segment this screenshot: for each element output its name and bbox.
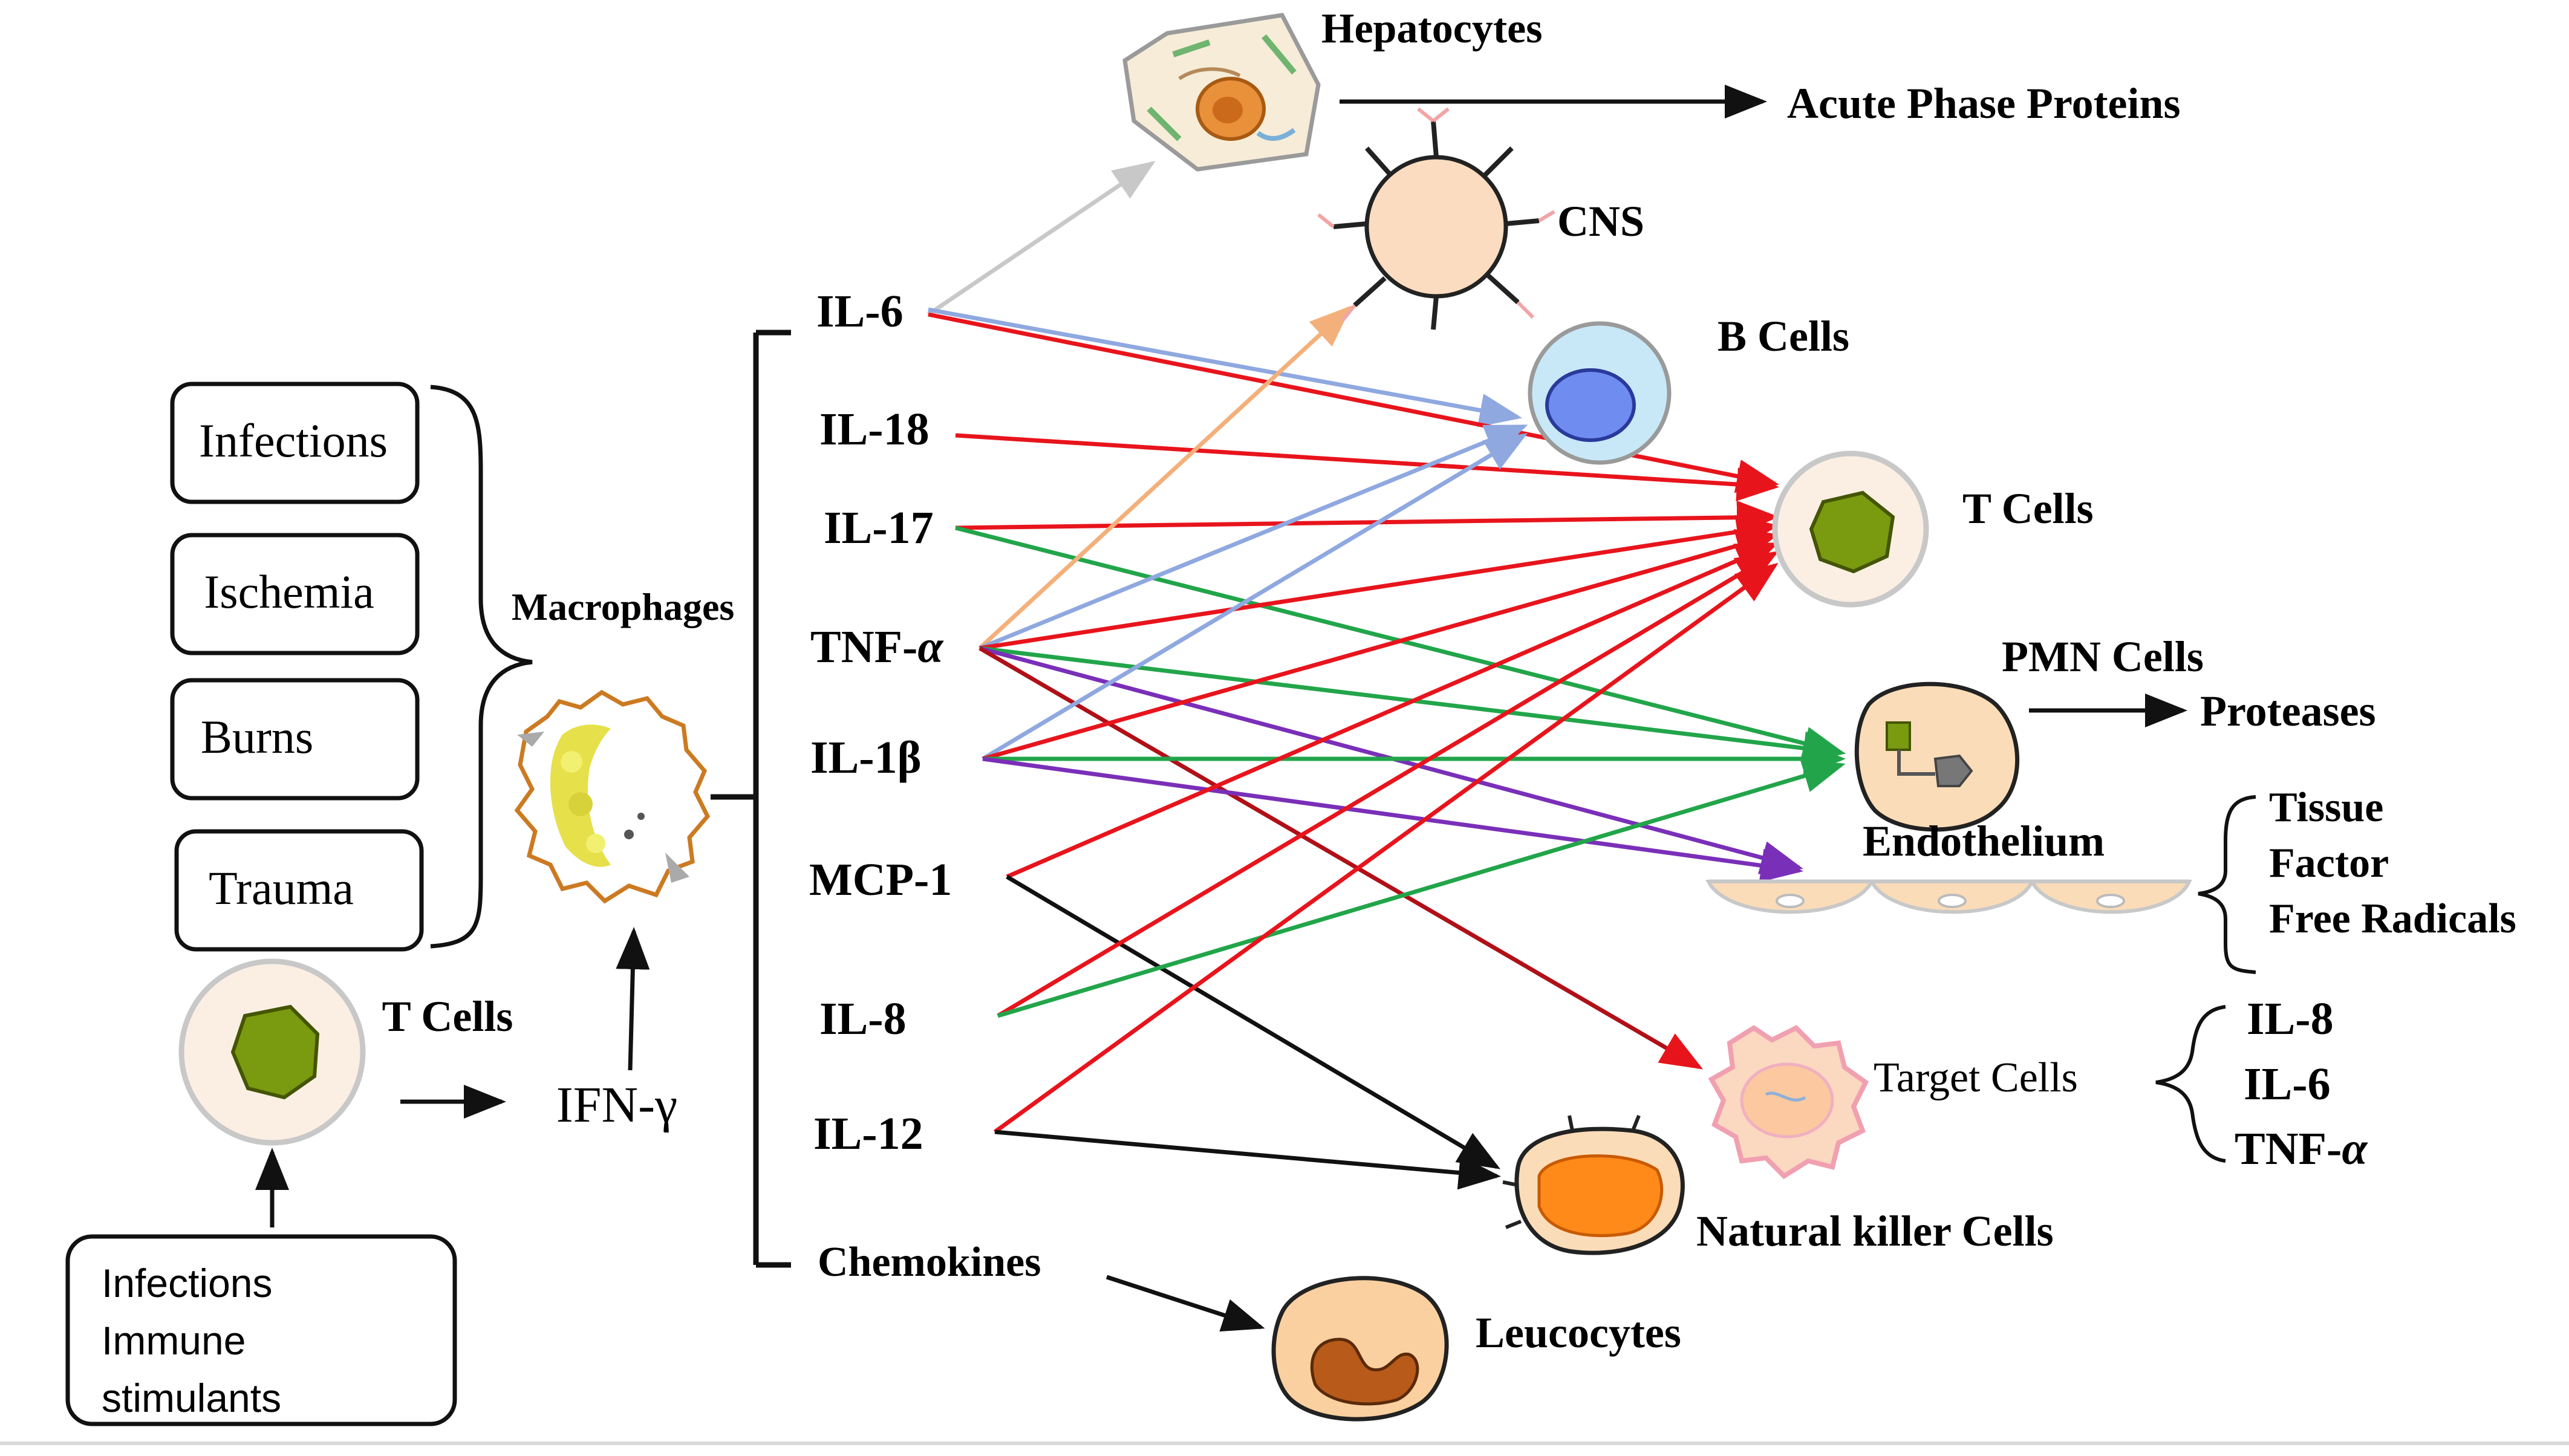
cytokine-il8: IL-8 [819, 993, 907, 1044]
arrow-tnf-bcells [978, 424, 1528, 651]
tcells-right-label: T Cells [1962, 484, 2094, 533]
arrow-il8-tcells [997, 551, 1779, 1018]
hepatocytes-label: Hepatocytes [1321, 5, 1542, 52]
arrow-il1b-tcells [982, 529, 1779, 761]
bcells-label: B Cells [1718, 312, 1849, 360]
trigger-label: Ischemia [204, 565, 374, 618]
arrow-ifn-to-macrophage [616, 927, 650, 1071]
cytokine-il17: IL-17 [824, 502, 934, 553]
target-il8-label: IL-8 [2247, 993, 2334, 1044]
arrow-il8-pmn [997, 759, 1846, 1018]
arrow-tnf-cns [978, 305, 1352, 650]
tissue-label: Tissue [2269, 784, 2383, 831]
acute-phase-label: Acute Phase Proteins [1787, 79, 2181, 128]
trigger-label: Burns [201, 710, 313, 763]
trigger-box-burns: Burns [170, 678, 420, 801]
arrow-il18-tcells [955, 433, 1779, 502]
cytokine-bracket [711, 330, 791, 1268]
arrow-il6-hepatocytes [927, 161, 1156, 316]
trigger-box-infections: Infections [170, 382, 420, 504]
ifn-gamma-label: IFN-γ [556, 1077, 677, 1133]
nk-cells-label: Natural killer Cells [1696, 1207, 2054, 1255]
bcell-icon [1528, 321, 1672, 465]
tcell-left-label: T Cells [382, 992, 513, 1041]
cytokine-il1b: IL-1β [810, 732, 922, 783]
leucocytes-label: Leucocytes [1476, 1308, 1681, 1357]
stimuli-line-3: stimulants [102, 1376, 281, 1420]
cytokine-mcp1: MCP-1 [809, 854, 952, 905]
nk-cell-icon [1502, 1114, 1685, 1255]
proteases-label: Proteases [2200, 687, 2376, 735]
trigger-box-ischemia: Ischemia [170, 533, 420, 655]
target-tnf-label: TNF-α [2235, 1123, 2368, 1174]
pmn-label: PMN Cells [2002, 632, 2204, 681]
macrophage-cell-icon [514, 689, 711, 904]
endothelium-label: Endothelium [1863, 817, 2105, 865]
target-il6-label: IL-6 [2244, 1059, 2331, 1110]
stimuli-line-1: Infections [102, 1261, 273, 1305]
pmn-cell-icon [1854, 681, 2020, 832]
cytokine-tnf: TNF-α [810, 622, 944, 672]
cytokine-chemokines: Chemokines [818, 1239, 1041, 1285]
target-cells-label: Target Cells [1874, 1055, 2078, 1101]
macrophages-label: Macrophages [512, 585, 735, 628]
factor-label: Factor [2269, 840, 2389, 886]
stimuli-line-2: Immune [102, 1318, 246, 1363]
cns-neuron-icon [1317, 107, 1555, 330]
endothelium-icon [1705, 879, 2192, 914]
trigger-label: Trauma [209, 862, 354, 914]
arrow-il17-tcells [955, 500, 1779, 535]
arrow-tnf-targetcells [978, 646, 1704, 1070]
tcell-left-icon [178, 958, 366, 1146]
arrow-il12-tcells [993, 562, 1779, 1134]
target-cell-icon [1708, 1025, 1869, 1180]
arrow-tnf-tcells [979, 515, 1779, 651]
signal-arrows [927, 161, 1846, 1332]
leucocyte-icon [1271, 1276, 1449, 1422]
arrow-il6-bcells [928, 307, 1522, 427]
target-cells-brace [2155, 1005, 2226, 1163]
cns-label: CNS [1557, 197, 1644, 245]
arrow-il1b-endothelium [982, 756, 1803, 883]
cytokine-il6: IL-6 [816, 286, 904, 337]
cytokine-il18: IL-18 [819, 404, 930, 455]
arrow-mcp1-tcells [1006, 542, 1779, 879]
bottom-rule [0, 1441, 2569, 1445]
trigger-brace [430, 385, 533, 949]
hepatocyte-icon [1122, 13, 1321, 172]
arrow-chemokines-leucocytes [1105, 1275, 1265, 1332]
trigger-label: Infections [199, 414, 388, 467]
arrow-il1b-bcells [982, 433, 1528, 761]
free-radicals-label: Free Radicals [2269, 895, 2516, 942]
endothelium-brace [2198, 795, 2256, 974]
arrow-mcp1-nk [1006, 874, 1501, 1169]
cytokine-il12: IL-12 [813, 1108, 923, 1159]
stimuli-box: Infections Immune stimulants [65, 1234, 457, 1426]
arrow-il12-nk [994, 1129, 1501, 1190]
tcell-right-icon [1772, 450, 1929, 608]
trigger-box-trauma: Trauma [174, 829, 424, 952]
